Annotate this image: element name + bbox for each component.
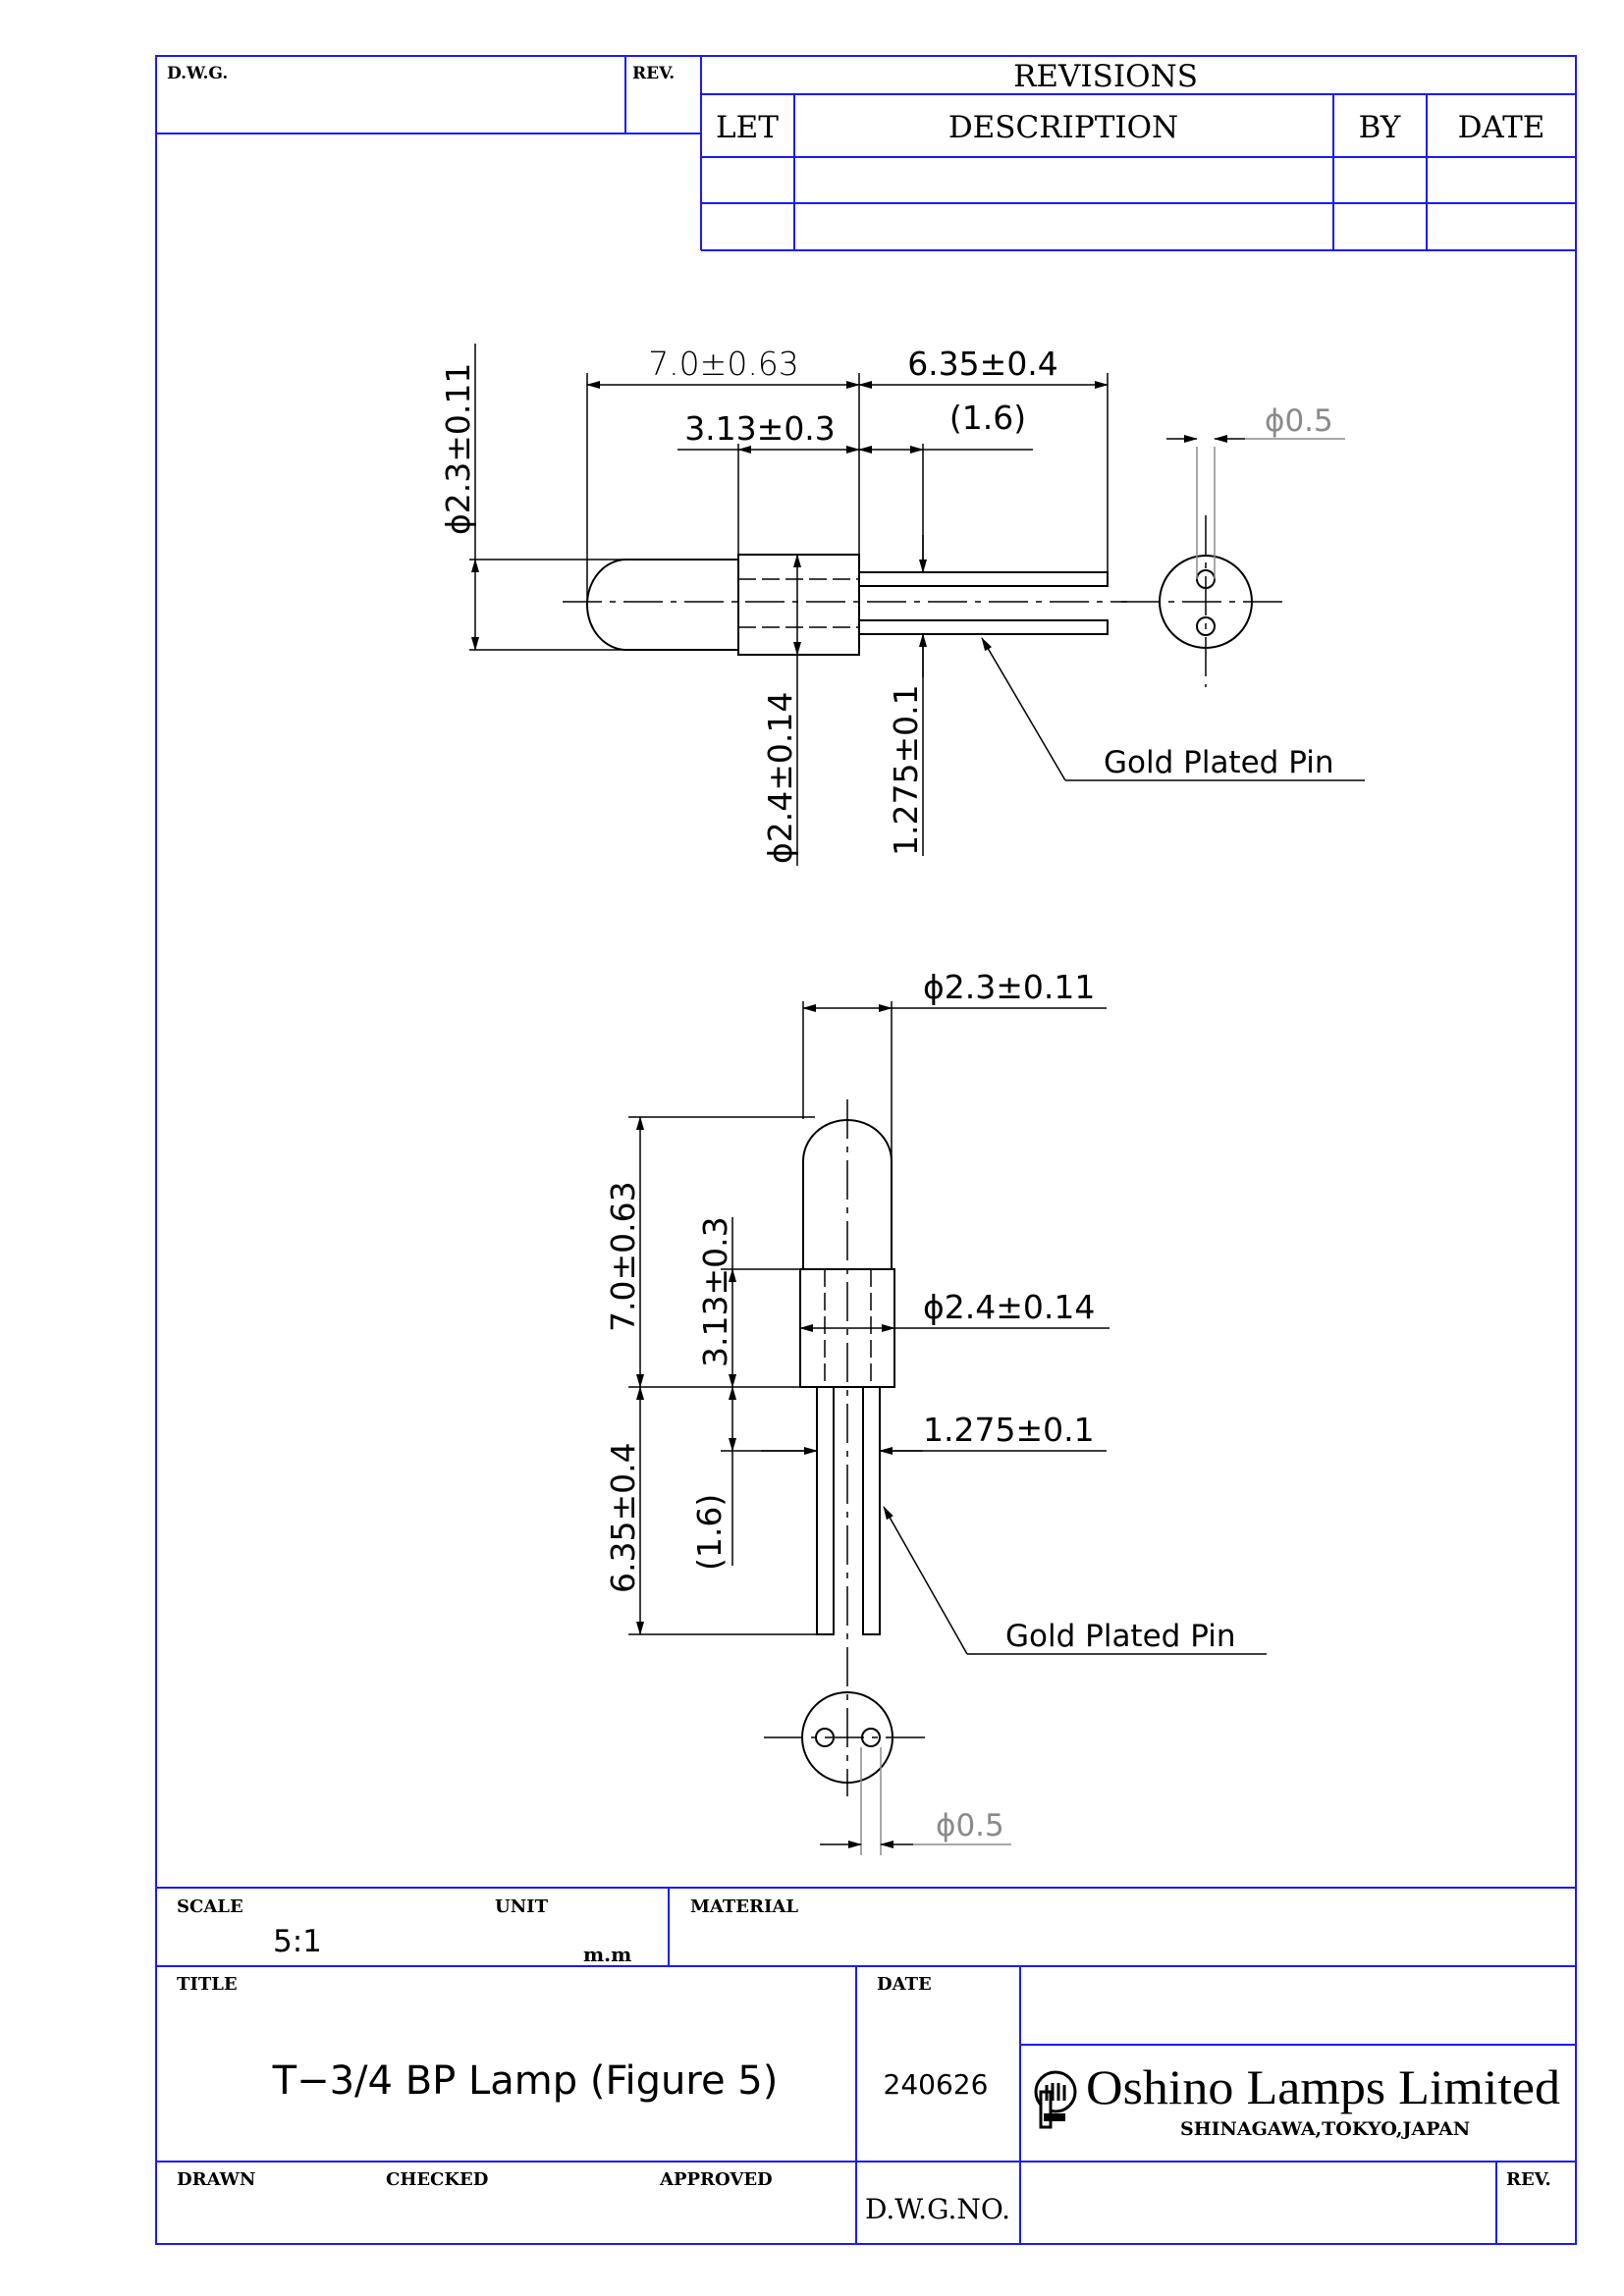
end-view-pin-lower bbox=[1196, 616, 1216, 636]
drawing-frame bbox=[155, 55, 1577, 2245]
side-dim-body-diameter-label: ϕ2.3±0.11 bbox=[923, 968, 1095, 1006]
dim-pin-spacing-label: 1.275±0.1 bbox=[887, 684, 925, 856]
dwg-label: D.W.G. bbox=[167, 64, 228, 83]
dim-base-diameter-label: ϕ2.4±0.14 bbox=[761, 692, 799, 864]
revisions-col-date: DATE bbox=[1458, 110, 1545, 145]
company-name: Oshino Lamps Limited bbox=[1086, 2059, 1560, 2114]
approved-label: APPROVED bbox=[659, 2169, 773, 2190]
dwg-no-label: D.W.G.NO. bbox=[865, 2193, 1010, 2225]
side-dim-pin-spacing-label: 1.275±0.1 bbox=[923, 1411, 1095, 1449]
date-label: DATE bbox=[877, 1974, 932, 1995]
rev-label-bottom: REV. bbox=[1506, 2169, 1551, 2190]
dim-ref-label: (1.6) bbox=[949, 399, 1026, 437]
title-label: TITLE bbox=[177, 1974, 238, 1995]
dim-pin-length-label: 6.35±0.4 bbox=[907, 345, 1058, 383]
title-value: T−3/4 BP Lamp (Figure 5) bbox=[272, 2058, 779, 2104]
rev-label-top: REV. bbox=[632, 64, 675, 83]
dim-pin-diameter-label: ϕ0.5 bbox=[1265, 403, 1333, 439]
revisions-col-let: LET bbox=[716, 110, 779, 145]
scale-value: 5:1 bbox=[273, 1924, 322, 1959]
dim-body-diameter-label: ϕ2.3±0.11 bbox=[439, 363, 477, 535]
revisions-col-by: BY bbox=[1359, 110, 1401, 145]
side-dim-base-diameter-label: ϕ2.4±0.14 bbox=[923, 1288, 1095, 1326]
revisions-table: REVISIONS LET DESCRIPTION BY DATE bbox=[701, 59, 1576, 251]
company-logo-icon bbox=[1034, 2070, 1077, 2129]
side-view: ϕ2.3±0.11 7.0±0.63 3.13±0.3 6.35±0.4 (1.… bbox=[604, 968, 1267, 1855]
drawn-label: DRAWN bbox=[177, 2169, 255, 2190]
date-value: 240626 bbox=[884, 2068, 989, 2101]
callout-leader bbox=[981, 637, 1066, 781]
pin-upper bbox=[858, 571, 1109, 587]
scale-label: SCALE bbox=[177, 1896, 244, 1917]
side-callout-leader bbox=[883, 1506, 968, 1655]
pin-lower bbox=[858, 619, 1109, 635]
title-block: SCALE 5:1 UNIT m.m MATERIAL TITLE T−3/4 … bbox=[156, 1887, 1576, 2244]
side-dim-base-length-label: 3.13±0.3 bbox=[696, 1216, 734, 1367]
material-label: MATERIAL bbox=[690, 1896, 798, 1917]
unit-value: m.m bbox=[583, 1943, 631, 1966]
side-callout-gold-plated-pin: Gold Plated Pin bbox=[1005, 1619, 1235, 1654]
revisions-col-description: DESCRIPTION bbox=[948, 110, 1178, 145]
lamp-bulb-outline bbox=[586, 559, 738, 651]
lamp-base-outline bbox=[737, 554, 860, 656]
side-dim-pin-length-label: 6.35±0.4 bbox=[604, 1442, 642, 1593]
callout-gold-plated-pin: Gold Plated Pin bbox=[1104, 745, 1333, 780]
unit-label: UNIT bbox=[495, 1896, 549, 1917]
side-dim-ref-label: (1.6) bbox=[690, 1494, 729, 1571]
dim-length-label: 7.0±0.63 bbox=[648, 345, 799, 383]
checked-label: CHECKED bbox=[386, 2169, 488, 2190]
dim-base-length-label: 3.13±0.3 bbox=[684, 409, 836, 448]
revisions-title: REVISIONS bbox=[1013, 59, 1198, 94]
side-dim-pin-diameter-label: ϕ0.5 bbox=[936, 1808, 1004, 1843]
side-pin-right bbox=[862, 1386, 881, 1635]
side-dim-length-label: 7.0±0.63 bbox=[604, 1181, 642, 1332]
company-address: SHINAGAWA,TOKYO,JAPAN bbox=[1180, 2118, 1470, 2140]
top-view: 7.0±0.63 6.35±0.4 3.13±0.3 (1.6) ϕ2.3±0.… bbox=[439, 344, 1365, 866]
side-pin-left bbox=[816, 1386, 835, 1635]
